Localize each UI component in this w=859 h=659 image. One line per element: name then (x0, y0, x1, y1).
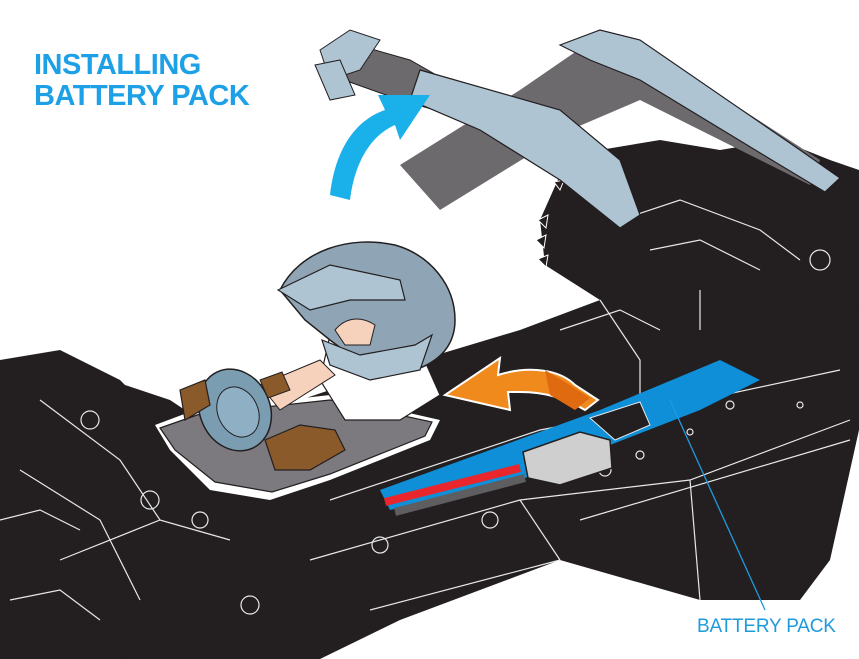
lifted-body (314, 29, 841, 229)
helmet (276, 241, 456, 381)
battery-leader-line (669, 399, 766, 611)
title-line-2: BATTERY PACK (34, 80, 250, 112)
steering-wheel (197, 368, 273, 452)
battery-pack (380, 360, 760, 516)
right-glove (264, 424, 346, 471)
driver-figure (155, 241, 456, 500)
battery-connector (522, 401, 651, 486)
battery-pack-label: BATTERY PACK (697, 616, 836, 637)
title-line-1: INSTALLING (34, 49, 201, 81)
insert-arrow-icon (442, 355, 600, 412)
left-glove (179, 379, 211, 421)
lift-arrow-icon (330, 95, 430, 200)
page-title: INSTALLING BATTERY PACK (34, 49, 250, 112)
